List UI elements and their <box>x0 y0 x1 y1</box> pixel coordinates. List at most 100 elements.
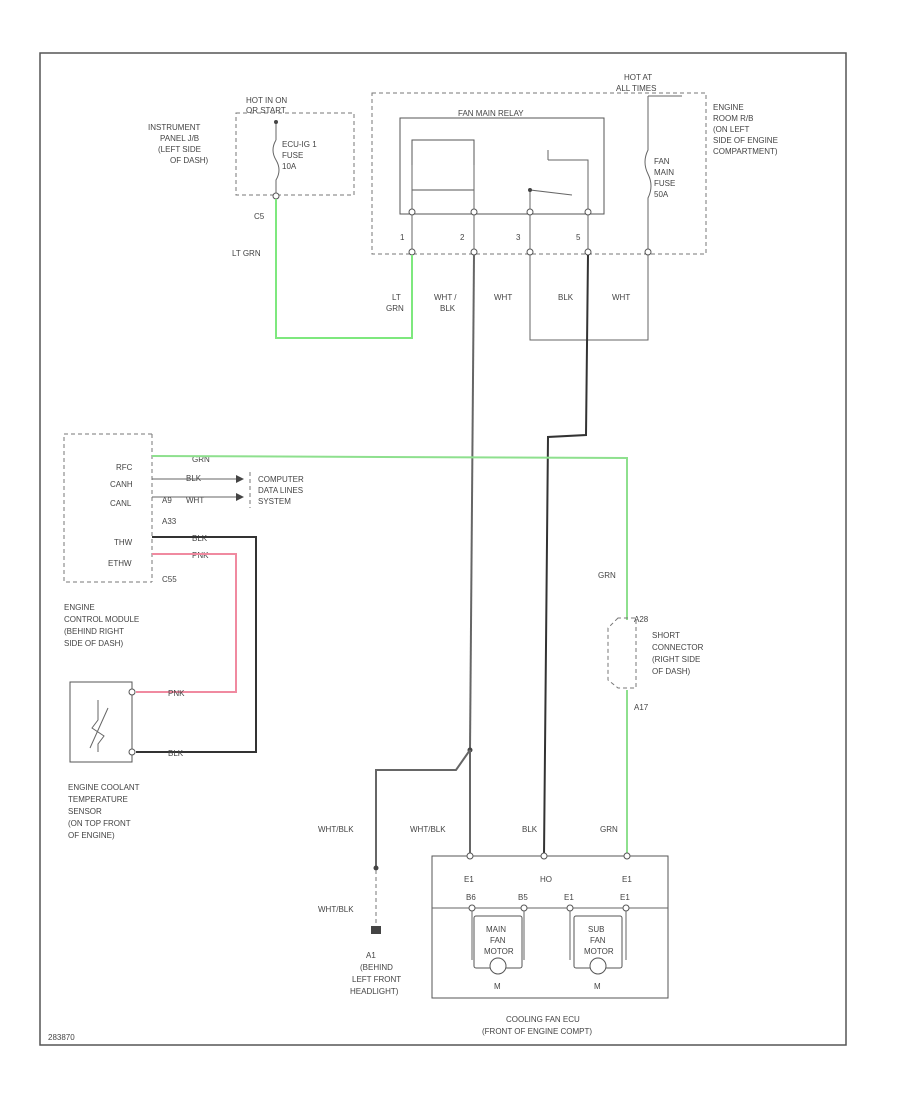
ecm-pin-a9: A9 <box>162 496 172 505</box>
relay-pin-5: 5 <box>576 233 581 242</box>
short-label-3: (RIGHT SIDE <box>652 655 700 664</box>
relay-pin-3-bottom <box>526 248 534 256</box>
ecm-wire-blk-thw: BLK <box>192 534 208 543</box>
sub-fan-1: SUB <box>588 925 604 934</box>
rb-fuse-2: MAIN <box>654 168 674 177</box>
main-fan-1: MAIN <box>486 925 506 934</box>
wire-label-ground-1: WHT/BLK <box>318 825 354 834</box>
relay-label: FAN MAIN RELAY <box>458 109 524 118</box>
sub-fan-3: MOTOR <box>584 947 614 956</box>
wire-label-grn-right: GRN <box>598 571 616 580</box>
ect-wire-pnk: PNK <box>168 689 185 698</box>
ect-label-3: SENSOR <box>68 807 102 816</box>
ground-label-4: HEADLIGHT) <box>350 987 399 996</box>
ecm-wire-wht: WHT <box>186 496 204 505</box>
sub-fan-motor-icon <box>589 957 607 975</box>
wire-label-wht-blk-fan: WHT/BLK <box>410 825 446 834</box>
relay-pin-2-top <box>470 208 478 216</box>
ect-wire-blk: BLK <box>168 749 184 758</box>
rb-hot-line-2: ALL TIMES <box>616 84 656 93</box>
relay-internal-wires <box>411 165 475 212</box>
ecm-pin-name-canh: CANH <box>110 480 133 489</box>
relay-switch-pivot <box>528 188 532 192</box>
fan-sub-pin-b5: B5 <box>518 893 528 902</box>
computer-label-2: DATA LINES <box>258 486 303 495</box>
ect-label-5: OF ENGINE) <box>68 831 115 840</box>
relay-coil <box>411 139 475 191</box>
rb-hot-line-1: HOT AT <box>624 73 652 82</box>
diagram-id: 283870 <box>48 1033 75 1042</box>
jb-hot-line-2: OR START <box>246 106 286 115</box>
ecm-label-4: SIDE OF DASH) <box>64 639 123 648</box>
wire-label-wht-pin3: WHT <box>494 293 512 302</box>
cooling-fan-ecu: E1 HO E1 B6 B5 E1 E1 MAIN FAN MOTOR M SU… <box>431 852 669 1036</box>
rb-label-3: (ON LEFT <box>713 125 750 134</box>
fan-pin-e1-left: E1 <box>464 875 474 884</box>
jb-fuse-3: 10A <box>282 162 297 171</box>
relay-pin-leads <box>411 215 589 252</box>
jb-fuse-2: FUSE <box>282 151 303 160</box>
rb-fuse-1: FAN <box>654 157 670 166</box>
fan-sub-pin-b6: B6 <box>466 893 476 902</box>
jb-pin-c5: C5 <box>254 212 265 221</box>
wire-label-lt-grn-pin1-1: LT <box>392 293 401 302</box>
wire-wht-blk-pin2 <box>469 254 475 751</box>
wire-label-lt-grn-pin1-2: GRN <box>386 304 404 313</box>
can-bus-lines: COMPUTER DATA LINES SYSTEM <box>152 472 304 508</box>
jb-label-3: (LEFT SIDE <box>158 145 201 154</box>
wire-lt-grn <box>275 199 413 339</box>
fan-sub-pin-e1a: E1 <box>564 893 574 902</box>
fan-pin-e1-right: E1 <box>622 875 632 884</box>
ecm-wire-pnk: PNK <box>192 551 209 560</box>
jb-hot-line-1: HOT IN ON <box>246 96 287 105</box>
computer-label-1: COMPUTER <box>258 475 304 484</box>
ecm-pin-a33: A33 <box>162 517 177 526</box>
jb-fuse-symbol <box>272 122 280 196</box>
engine-control-module: RFC CANH CANL A9 A33 THW ETHW C55 GRN BL… <box>63 433 210 648</box>
relay-pin-3: 3 <box>516 233 521 242</box>
fan-pin-ho: HO <box>540 875 552 884</box>
ecm-label-2: CONTROL MODULE <box>64 615 139 624</box>
rb-label-4: SIDE OF ENGINE <box>713 136 778 145</box>
jb-connector <box>272 192 280 200</box>
wire-label-blk-pin5: BLK <box>558 293 574 302</box>
engine-coolant-temp-sensor: PNK BLK ENGINE COOLANT TEMPERATURE SENSO… <box>68 681 185 840</box>
sub-fan-2: FAN <box>590 936 606 945</box>
relay-pin-1-bottom <box>408 248 416 256</box>
ecm-pin-name-ethw: ETHW <box>108 559 132 568</box>
relay-pin-2: 2 <box>460 233 465 242</box>
relay-pin-5-bottom <box>584 248 592 256</box>
jb-label-2: PANEL J/B <box>160 134 199 143</box>
wire-blk-thw <box>136 536 257 753</box>
rb-fuse-symbol <box>644 96 652 252</box>
short-pin-a28: A28 <box>634 615 649 624</box>
short-label-1: SHORT <box>652 631 680 640</box>
wire-label-wht-fuse: WHT <box>612 293 630 302</box>
jb-fuse-1: ECU-IG 1 <box>282 140 317 149</box>
rb-fuse-4: 50A <box>654 190 669 199</box>
rb-label-2: ROOM R/B <box>713 114 753 123</box>
ecm-wire-grn: GRN <box>192 455 210 464</box>
ecm-pin-c55: C55 <box>162 575 177 584</box>
wire-wht-pin3 <box>529 255 649 341</box>
short-label-2: CONNECTOR <box>652 643 704 652</box>
fan-main-relay <box>399 117 605 215</box>
engine-room-rb: HOT AT ALL TIMES ENGINE ROOM R/B (ON LEF… <box>371 73 778 256</box>
diagram-frame <box>39 52 847 1046</box>
wire-label-blk-fan: BLK <box>522 825 538 834</box>
fan-sub-pin-e1b: E1 <box>620 893 630 902</box>
fan-label-1: COOLING FAN ECU <box>506 1015 580 1024</box>
fan-label-2: (FRONT OF ENGINE COMPT) <box>482 1027 592 1036</box>
main-fan-2: FAN <box>490 936 506 945</box>
main-fan-motor-icon <box>489 957 507 975</box>
wire-blk-pin5 <box>543 254 589 856</box>
main-fan-motor-symbol: M <box>494 982 501 991</box>
jb-label-4: OF DASH) <box>170 156 209 165</box>
ground-symbol <box>371 926 381 934</box>
computer-label-3: SYSTEM <box>258 497 291 506</box>
wire-label-wht-blk-pin2-2: BLK <box>440 304 456 313</box>
wire-label-lt-grn-left: LT GRN <box>232 249 261 258</box>
instrument-panel-jb: HOT IN ON OR START INSTRUMENT PANEL J/B … <box>148 96 355 221</box>
wire-label-ground-2: WHT/BLK <box>318 905 354 914</box>
